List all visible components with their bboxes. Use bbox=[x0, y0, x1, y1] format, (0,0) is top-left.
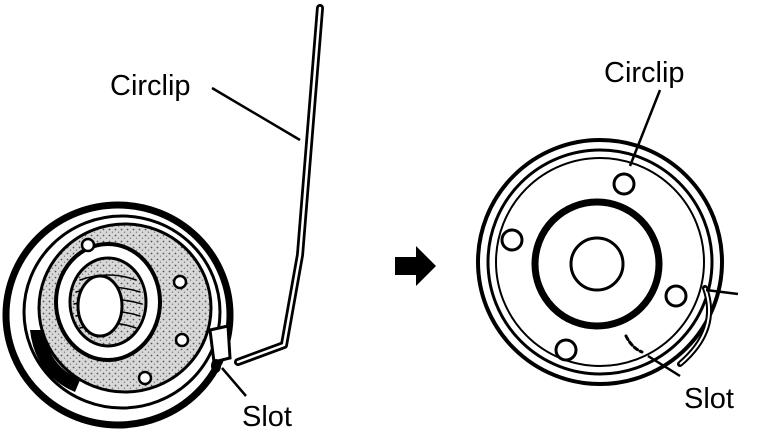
leader-circlip-left bbox=[211, 86, 301, 142]
plate-hole bbox=[80, 237, 96, 253]
label-circlip-right: Circlip bbox=[604, 57, 685, 89]
disc-hole bbox=[500, 228, 524, 252]
housing-inner-rim bbox=[22, 214, 222, 410]
slot-notch bbox=[211, 359, 221, 373]
label-slot-right: Slot bbox=[684, 383, 734, 415]
disc-bore bbox=[569, 236, 625, 292]
circlip-tool-highlight bbox=[236, 6, 322, 364]
leader-slot-left bbox=[221, 367, 247, 397]
plate-hole bbox=[172, 274, 188, 290]
disc-hole bbox=[664, 284, 688, 308]
label-circlip-left: Circlip bbox=[110, 70, 191, 102]
disc-hole bbox=[554, 338, 578, 362]
leader-slot-right bbox=[647, 354, 681, 378]
plate-hole bbox=[174, 332, 190, 348]
circlip-ring-highlight bbox=[679, 287, 711, 365]
shadow-crescent bbox=[30, 330, 80, 392]
disc-hub bbox=[531, 198, 663, 330]
right-figure: Circlip Slot bbox=[476, 57, 739, 415]
circlip-tool bbox=[234, 4, 324, 366]
slot-marker bbox=[624, 334, 644, 354]
left-figure: Circlip Slot bbox=[2, 4, 324, 433]
label-slot-left: Slot bbox=[242, 401, 292, 433]
leader-circlip-right bbox=[628, 89, 662, 167]
disc-outer-rim bbox=[476, 138, 724, 386]
slot-tab bbox=[208, 324, 232, 364]
disc-second-rim bbox=[486, 148, 714, 376]
arrow-right-icon bbox=[395, 246, 436, 286]
plate-hole bbox=[137, 370, 153, 386]
disc-hole bbox=[612, 172, 636, 196]
circlip-end bbox=[705, 288, 739, 296]
hub-bore bbox=[76, 274, 124, 338]
disc-third-rim bbox=[495, 157, 705, 367]
